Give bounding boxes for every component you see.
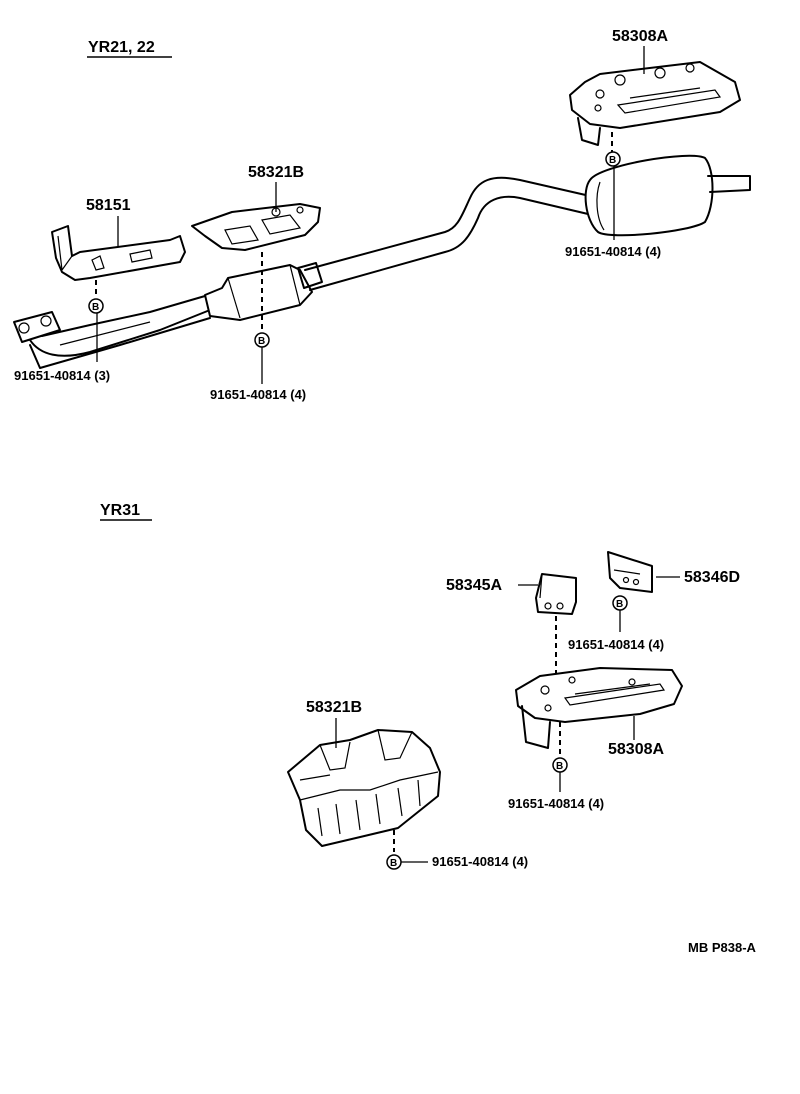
- bolt-marker-b1: [605, 151, 621, 167]
- heat-insulator-58151: [51, 225, 186, 281]
- bolt-marker-text-b5: B: [556, 761, 563, 772]
- heat-insulator-58321b-top: [191, 203, 321, 251]
- bolt-marker-text-b3: B: [258, 336, 265, 347]
- bolt-label-b1: 91651-40814 (4): [565, 244, 661, 259]
- part-label-58151: 58151: [86, 197, 131, 214]
- bolt-marker-b2: [88, 298, 104, 314]
- part-label-58308a-bottom: 58308A: [608, 741, 664, 758]
- heat-insulator-58308a-top: [569, 61, 741, 146]
- bolt-label-b6: 91651-40814 (4): [432, 854, 528, 869]
- bolt-marker-text-b4: B: [616, 599, 623, 610]
- part-label-58321b-top: 58321B: [248, 164, 304, 181]
- bolt-marker-text-b6: B: [390, 858, 397, 869]
- bolt-label-b5: 91651-40814 (4): [508, 796, 604, 811]
- bolt-marker-text-b1: B: [609, 155, 616, 166]
- bolt-label-b4: 91651-40814 (4): [568, 637, 664, 652]
- part-label-58308a-top: 58308A: [612, 28, 668, 45]
- heat-insulator-58321b-bottom: [287, 729, 441, 847]
- section-label-yr21-22: YR21, 22: [88, 39, 155, 56]
- bracket-58345a: [535, 573, 577, 615]
- bolt-label-b2: 91651-40814 (3): [14, 368, 110, 383]
- part-label-58345a: 58345A: [446, 577, 502, 594]
- bracket-58346d: [607, 551, 653, 593]
- part-label-58346d: 58346D: [684, 569, 740, 586]
- bolt-marker-text-b2: B: [92, 302, 99, 313]
- part-label-58321b-bottom: 58321B: [306, 699, 362, 716]
- bolt-label-b3: 91651-40814 (4): [210, 387, 306, 402]
- section-label-yr31: YR31: [100, 502, 140, 519]
- figure-code: MB P838-A: [688, 940, 757, 955]
- heat-insulator-58308a-bottom: [515, 667, 683, 749]
- exhaust-pipe-assembly: [13, 154, 751, 369]
